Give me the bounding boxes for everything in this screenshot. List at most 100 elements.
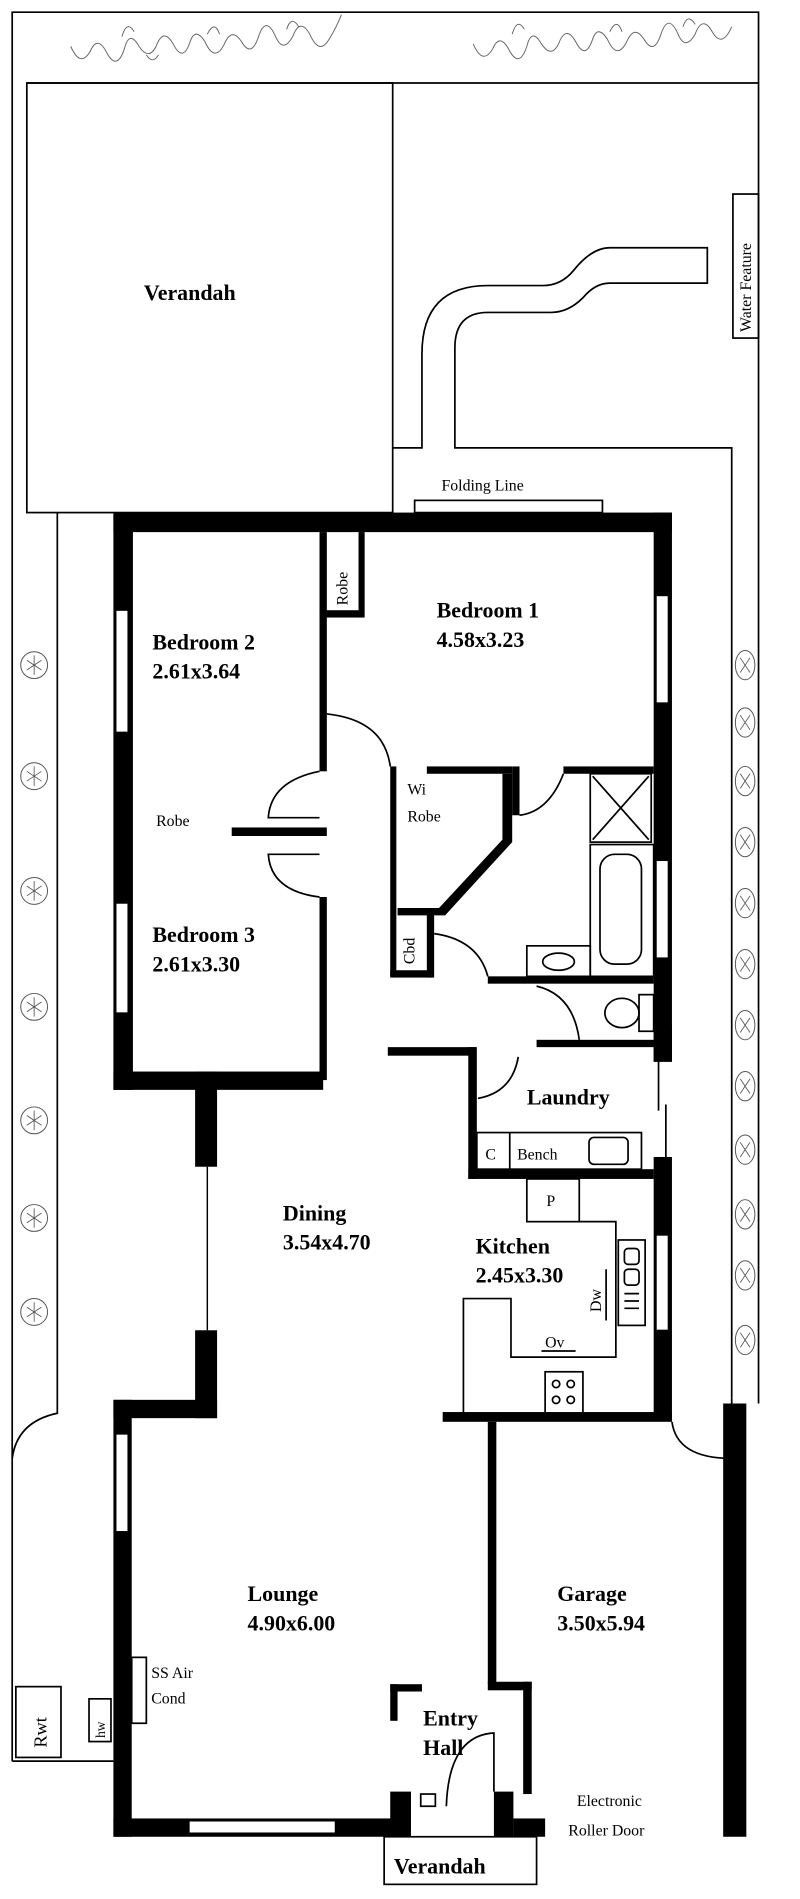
bedroom2-name: Bedroom 2 [152, 629, 255, 654]
tree-icon [20, 992, 49, 1021]
window [115, 609, 129, 733]
tree-icon [20, 1204, 49, 1232]
bedroom2-size: 2.61x3.64 [152, 659, 240, 684]
laundry-bench [475, 1131, 643, 1171]
fixture-labels: Robe Robe Wi Robe Cbd C Bench P Dw Ov SS… [30, 572, 645, 1840]
door-arc-garage [671, 1397, 733, 1460]
bench-label: Bench [517, 1146, 558, 1163]
bedroom3-size: 2.61x3.30 [152, 951, 240, 976]
basin [541, 952, 576, 972]
dining-size: 3.54x4.70 [283, 1230, 371, 1255]
dining-name: Dining [283, 1200, 346, 1225]
kitchen-bench [462, 1220, 617, 1414]
kitchen-size: 2.45x3.30 [476, 1263, 564, 1288]
toilet [604, 997, 640, 1029]
pantry-label: P [546, 1193, 555, 1210]
garage-name: Garage [557, 1581, 627, 1606]
tree-icon [734, 1199, 756, 1230]
tree-icon [734, 1134, 756, 1165]
hedge-right [472, 18, 733, 60]
garage-size: 3.50x5.94 [557, 1610, 645, 1635]
hot-water-unit [88, 1697, 112, 1743]
bath [589, 843, 655, 978]
garden-edge-left [11, 512, 59, 1459]
folding-line-label: Folding Line [441, 478, 523, 495]
door-arc-wc [536, 985, 581, 1040]
hw-label: hw [93, 1721, 108, 1738]
door-arc-laundry [477, 1056, 520, 1100]
tree-icon [734, 826, 756, 858]
tree-icon [20, 651, 49, 680]
garden-path [392, 246, 733, 1398]
front-verandah-label: Verandah [394, 1853, 486, 1878]
rear-verandah-label: Verandah [144, 280, 236, 305]
lounge-size: 4.90x6.00 [248, 1610, 336, 1635]
robe-bed3-label: Robe [156, 813, 189, 830]
door-arc-bed2 [267, 770, 320, 819]
door-arc-hall [434, 932, 489, 977]
sink [617, 1239, 646, 1327]
wi-robe-line2: Robe [407, 808, 440, 825]
laundry-name: Laundry [527, 1084, 610, 1109]
tree-icon [734, 707, 756, 738]
tree-icon [734, 650, 756, 681]
window [188, 1820, 336, 1834]
tree-icon [20, 877, 49, 905]
windows [115, 594, 669, 1834]
kitchen-fixtures [462, 1131, 646, 1415]
tree-row-right [734, 650, 756, 1356]
pantry [525, 1178, 581, 1223]
robe-bed1-label: Robe [335, 572, 352, 605]
door-arc-bed3 [267, 853, 320, 898]
door-arc-entry [445, 1732, 495, 1807]
tree-icon [734, 1010, 756, 1041]
roller-door-line2: Roller Door [568, 1823, 645, 1840]
door-swings [267, 713, 733, 1808]
window [655, 1234, 669, 1331]
entry-hall-line2: Hall [423, 1735, 463, 1760]
water-feature-label: Water Feature [738, 243, 755, 332]
cooktop [544, 1370, 584, 1415]
tree-icon [734, 1324, 756, 1356]
air-conditioner [130, 1656, 148, 1725]
room-labels: Bedroom 1 4.58x3.23 Bedroom 2 2.61x3.64 … [152, 598, 645, 1879]
air-cond-line2: Cond [151, 1691, 185, 1708]
water-feature [732, 193, 760, 339]
tree-icon [734, 1071, 756, 1102]
laundry-sliding-door [657, 1061, 667, 1157]
rainwater-tank [15, 1685, 62, 1759]
door-arc-bed1 [326, 713, 392, 767]
wi-robe-line1: Wi [407, 781, 426, 798]
folding-line [413, 499, 604, 514]
bedroom1-size: 4.58x3.23 [437, 627, 525, 652]
internal-walls [231, 532, 654, 1795]
roller-door-line1: Electronic [577, 1793, 642, 1810]
oven-label: Ov [545, 1334, 564, 1351]
tree-icon [20, 1106, 49, 1135]
tree-row-left [20, 651, 49, 1326]
bathroom-fixtures [525, 772, 655, 1033]
laundry-tub [588, 1136, 629, 1166]
tree-icon [20, 1298, 49, 1326]
door-arc-bath [519, 773, 565, 817]
bedroom3-name: Bedroom 3 [152, 922, 255, 947]
dishwasher-label: Dw [588, 1289, 605, 1312]
cbd-label: Cbd [402, 938, 419, 964]
window [115, 902, 129, 1014]
tree-icon [20, 762, 49, 791]
front-verandah [383, 1835, 538, 1886]
hedge-left [70, 14, 342, 62]
entry-hall-line1: Entry [423, 1706, 478, 1731]
air-cond-line1: SS Air [151, 1665, 194, 1682]
tree-icon [734, 949, 756, 980]
shower [589, 772, 653, 843]
kitchen-name: Kitchen [476, 1233, 550, 1258]
tree-icon [734, 887, 756, 919]
rwt-label: Rwt [30, 1717, 50, 1747]
window [115, 1433, 129, 1533]
vanity [525, 944, 592, 978]
window [655, 859, 669, 959]
cupboard-label: C [485, 1146, 496, 1163]
window [655, 594, 669, 704]
